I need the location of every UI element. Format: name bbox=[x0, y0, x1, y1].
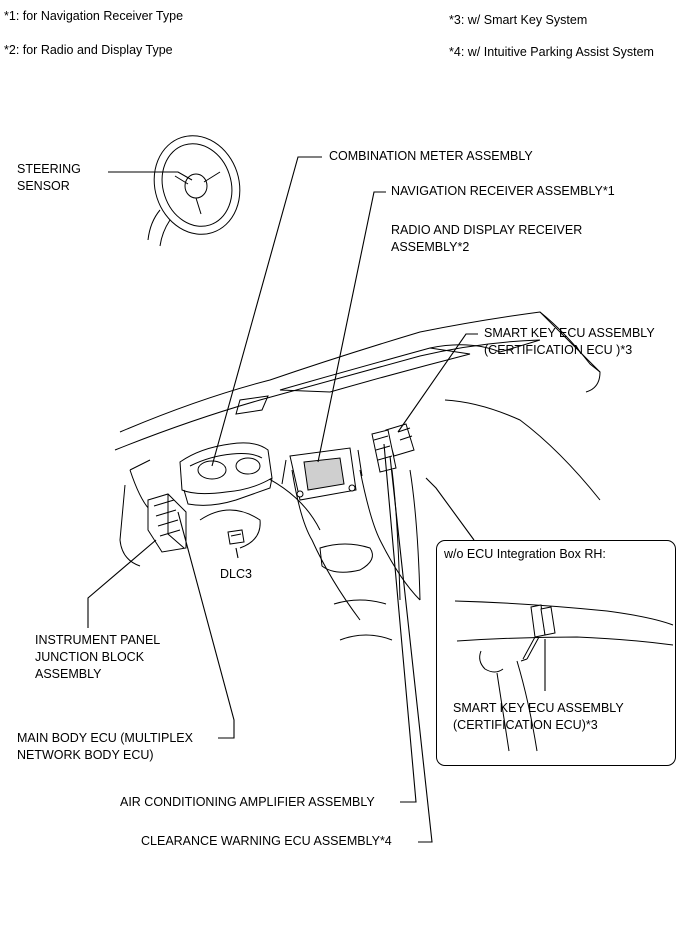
label-air-conditioning-amplifier: AIR CONDITIONING AMPLIFIER ASSEMBLY bbox=[120, 795, 375, 809]
label-main-body-ecu-line2: NETWORK BODY ECU) bbox=[17, 748, 154, 762]
inset-panel: w/o ECU Integration Box RH: SMART KEY EC… bbox=[436, 540, 676, 766]
smart-key-ecu-drawing bbox=[371, 423, 415, 473]
note-smart-key: *3: w/ Smart Key System bbox=[449, 13, 588, 27]
junction-block-drawing bbox=[147, 493, 187, 553]
label-junction-block: INSTRUMENT PANEL bbox=[35, 633, 161, 647]
note-radio-display-type: *2: for Radio and Display Type bbox=[4, 43, 173, 57]
label-junction-block-line2: JUNCTION BLOCK bbox=[35, 650, 145, 664]
combination-meter-drawing bbox=[179, 442, 273, 506]
label-radio-display: RADIO AND DISPLAY RECEIVER bbox=[391, 223, 583, 237]
inset-title: w/o ECU Integration Box RH: bbox=[444, 547, 606, 561]
label-junction-block-line3: ASSEMBLY bbox=[35, 667, 102, 681]
label-navigation-receiver: NAVIGATION RECEIVER ASSEMBLY*1 bbox=[391, 184, 615, 198]
label-steering-sensor: STEERING bbox=[17, 162, 81, 176]
steering-wheel-drawing bbox=[147, 135, 241, 247]
note-navigation-type: *1: for Navigation Receiver Type bbox=[4, 9, 184, 23]
label-dlc3: DLC3 bbox=[220, 567, 252, 581]
inset-drawing bbox=[454, 600, 674, 752]
label-main-body-ecu: MAIN BODY ECU (MULTIPLEX bbox=[17, 731, 193, 745]
label-smart-key-ecu-line2: (CERTIFICATION ECU )*3 bbox=[484, 343, 633, 357]
note-parking-assist: *4: w/ Intuitive Parking Assist System bbox=[449, 45, 654, 59]
label-clearance-warning-ecu: CLEARANCE WARNING ECU ASSEMBLY*4 bbox=[141, 834, 392, 848]
leader-lines bbox=[87, 156, 478, 843]
label-smart-key-ecu: SMART KEY ECU ASSEMBLY bbox=[484, 326, 655, 340]
label-radio-display-line2: ASSEMBLY*2 bbox=[391, 240, 470, 254]
navigation-receiver-drawing bbox=[281, 447, 363, 501]
inset-label-smart-key-ecu: SMART KEY ECU ASSEMBLY bbox=[453, 701, 624, 715]
label-steering-sensor-line2: SENSOR bbox=[17, 179, 70, 193]
dlc3-drawing bbox=[227, 529, 245, 545]
label-combination-meter: COMBINATION METER ASSEMBLY bbox=[329, 149, 533, 163]
inset-label-smart-key-ecu-line2: (CERTIFICATION ECU)*3 bbox=[453, 718, 598, 732]
